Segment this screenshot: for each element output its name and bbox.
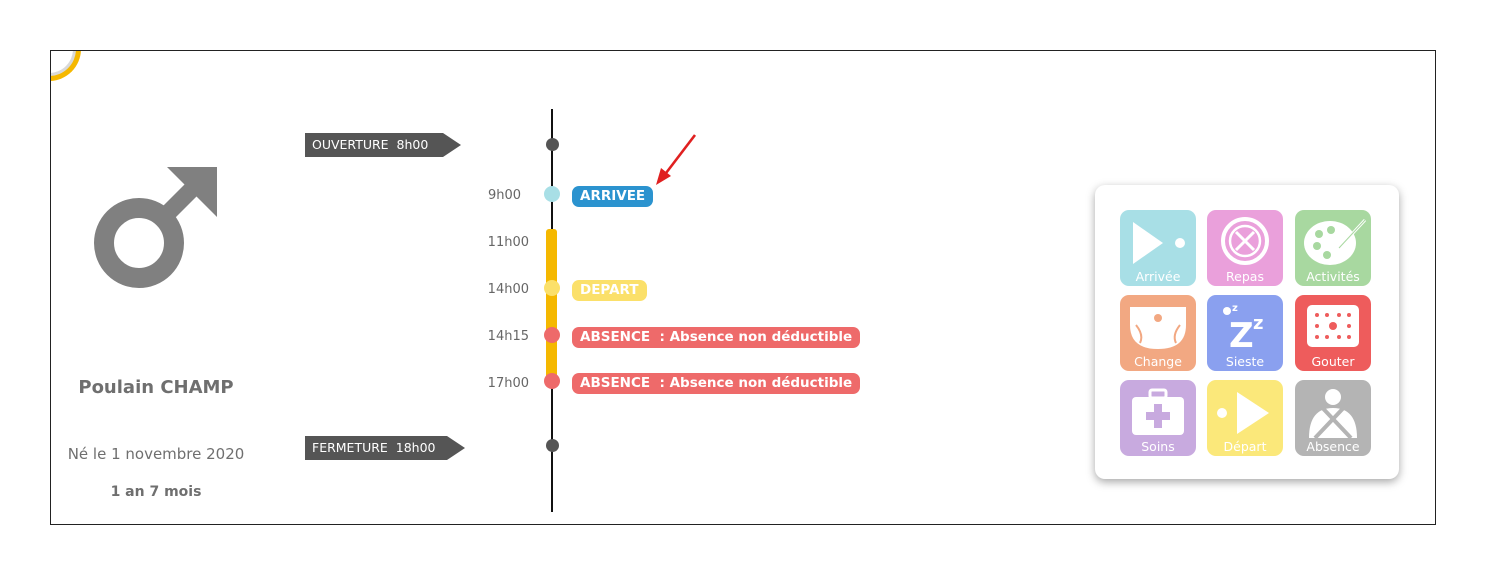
- event-time: 17h00: [487, 376, 529, 391]
- action-label: Sieste: [1225, 354, 1265, 369]
- male-symbol-icon: [94, 167, 217, 288]
- birth-date: Né le 1 novembre 2020: [67, 445, 245, 463]
- child-day-card: Poulain CHAMP Né le 1 novembre 2020 1 an…: [50, 50, 1436, 525]
- svg-text:Z: Z: [1229, 316, 1254, 356]
- corner-decoration-accent: [51, 51, 81, 81]
- action-panel: Arrivée Repas Activités: [1095, 185, 1399, 479]
- closing-dot: [546, 439, 559, 452]
- presence-bar: [546, 229, 557, 381]
- sleep-zzz-icon: z Z z: [1223, 303, 1263, 356]
- action-label: Soins: [1141, 439, 1175, 454]
- event-tag-absence[interactable]: ABSENCE : Absence non déductible: [572, 327, 861, 348]
- event-tag-absence[interactable]: ABSENCE : Absence non déductible: [572, 373, 861, 394]
- opening-label: OUVERTURE 8h00: [312, 137, 429, 152]
- absence-person-icon: [1309, 389, 1357, 440]
- event-tag-departure[interactable]: DEPART: [572, 280, 647, 301]
- event-time: 14h15: [487, 329, 529, 344]
- action-label: Départ: [1223, 439, 1267, 454]
- diaper-icon: [1130, 307, 1186, 349]
- biscuit-icon: [1307, 305, 1359, 347]
- palette-icon: [1304, 218, 1367, 265]
- action-arrivee-button[interactable]: Arrivée: [1120, 210, 1196, 286]
- first-aid-kit-icon: [1132, 388, 1184, 435]
- event-tag-arrival[interactable]: ARRIVEE: [572, 186, 654, 207]
- action-label: Activités: [1306, 269, 1360, 284]
- event-time: 11h00: [487, 235, 529, 250]
- action-label: Absence: [1306, 439, 1360, 454]
- action-change-button[interactable]: Change: [1120, 295, 1196, 371]
- svg-text:z: z: [1253, 313, 1263, 334]
- child-name: Poulain CHAMP: [78, 377, 234, 398]
- action-gouter-button[interactable]: Gouter: [1295, 295, 1371, 371]
- child-age: 1 an 7 mois: [110, 484, 202, 500]
- action-repas-button[interactable]: Repas: [1207, 210, 1283, 286]
- event-dot-departure: [544, 280, 560, 296]
- opening-dot: [546, 138, 559, 151]
- play-icon: [1217, 392, 1269, 434]
- opening-flag: OUVERTURE 8h00: [305, 133, 461, 157]
- event-dot-arrival: [544, 186, 560, 202]
- event-time: 14h00: [487, 282, 529, 297]
- action-label: Arrivée: [1135, 269, 1181, 284]
- event-dot-absence: [544, 327, 560, 343]
- action-absence-button[interactable]: Absence: [1295, 380, 1371, 456]
- event-time: 9h00: [487, 188, 521, 203]
- action-soins-button[interactable]: Soins: [1120, 380, 1196, 456]
- action-label: Gouter: [1311, 354, 1355, 369]
- red-arrow-annotation: [656, 134, 697, 185]
- action-label: Repas: [1226, 269, 1264, 284]
- svg-text:z: z: [1232, 303, 1238, 314]
- closing-label: FERMETURE 18h00: [312, 440, 436, 455]
- action-sieste-button[interactable]: z Z z Sieste: [1207, 295, 1283, 371]
- action-activites-button[interactable]: Activités: [1295, 210, 1371, 286]
- action-label: Change: [1134, 354, 1182, 369]
- event-dot-absence: [544, 373, 560, 389]
- closing-flag: FERMETURE 18h00: [305, 436, 465, 460]
- plate-cutlery-icon: [1221, 217, 1269, 265]
- action-depart-button[interactable]: Départ: [1207, 380, 1283, 456]
- play-icon: [1133, 222, 1185, 264]
